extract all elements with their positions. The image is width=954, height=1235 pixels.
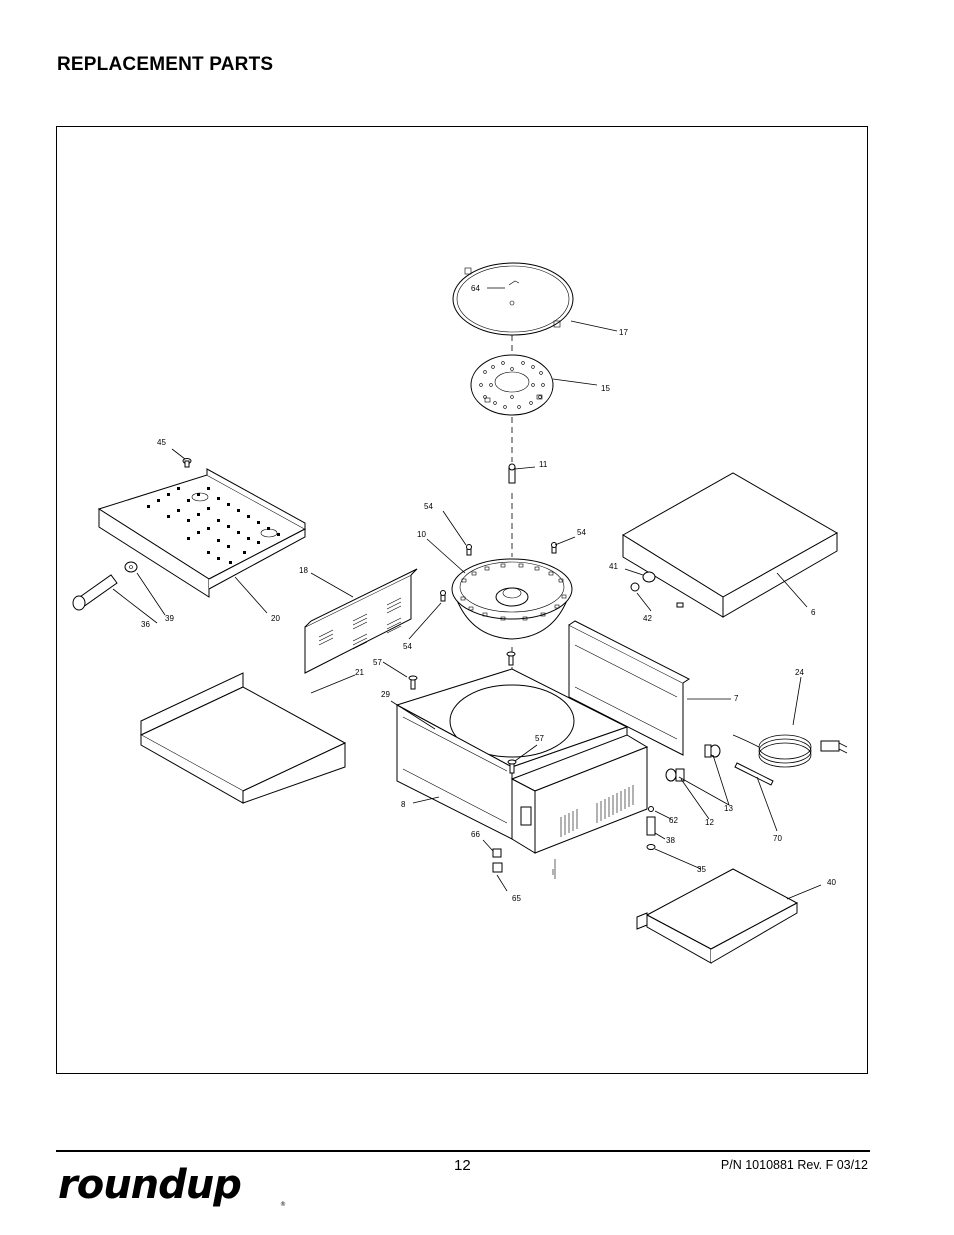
callout-39: 39	[165, 614, 174, 623]
svg-text:roundup: roundup	[58, 1162, 241, 1208]
callout-40: 40	[827, 878, 836, 887]
callout-12: 12	[705, 818, 714, 827]
callout-54c: 54	[403, 642, 412, 651]
callout-6: 6	[811, 608, 816, 617]
callout-62: 62	[669, 816, 678, 825]
exploded-parts-diagram: 64 17 15 45 11 54 10 54 41 18 36 39 20 4…	[56, 126, 868, 1074]
callout-15: 15	[601, 384, 610, 393]
callout-20: 20	[271, 614, 280, 623]
callout-57b: 57	[535, 734, 544, 743]
part-11-shaft	[508, 463, 516, 484]
part-10-rotator	[451, 558, 573, 640]
part-54-screws	[440, 542, 557, 602]
part-45-screw	[182, 458, 192, 468]
page-number: 12	[454, 1157, 471, 1174]
part-15-plate	[470, 354, 554, 416]
callout-17: 17	[619, 328, 628, 337]
part-39-washer	[124, 561, 138, 573]
part-8-housing	[395, 668, 629, 840]
part-control-box	[510, 734, 649, 879]
callout-10: 10	[417, 530, 426, 539]
part-41-42-fasteners	[630, 571, 684, 608]
callout-57a: 57	[373, 658, 382, 667]
part-70-tie	[734, 762, 774, 786]
part-7-side-panel	[568, 620, 690, 756]
callout-64: 64	[471, 284, 480, 293]
callout-66: 66	[471, 830, 480, 839]
callout-70: 70	[773, 834, 782, 843]
callout-41: 41	[609, 562, 618, 571]
callout-29: 29	[381, 690, 390, 699]
part-number: P/N 1010881 Rev. F 03/12	[720, 1158, 868, 1172]
callout-54b: 54	[577, 528, 586, 537]
part-57-screws	[408, 651, 517, 774]
part-66-65-switches	[492, 848, 503, 873]
callout-24: 24	[795, 668, 804, 677]
callout-labels: 64 17 15 45 11 54 10 54 41 18 36 39 20 4…	[141, 284, 836, 903]
roundup-logo: roundup ®	[56, 1160, 296, 1213]
callout-7: 7	[734, 694, 739, 703]
part-40-drawer	[636, 868, 799, 964]
leader-lines	[112, 287, 822, 900]
footer-rule	[56, 1150, 870, 1152]
callout-8: 8	[401, 800, 406, 809]
part-21-crumb-tray	[139, 672, 347, 804]
callout-38: 38	[666, 836, 675, 845]
callout-42: 42	[643, 614, 652, 623]
part-17-cover	[452, 262, 574, 336]
callout-35: 35	[697, 865, 706, 874]
part-12-13-fittings	[665, 744, 721, 782]
part-6-top-cover	[622, 472, 839, 618]
part-62-38-35	[646, 806, 656, 850]
svg-text:®: ®	[280, 1201, 286, 1208]
callout-18: 18	[299, 566, 308, 575]
callout-11: 11	[539, 460, 548, 469]
callout-21: 21	[355, 668, 364, 677]
callout-36: 36	[141, 620, 150, 629]
callout-45: 45	[157, 438, 166, 447]
callout-54a: 54	[424, 502, 433, 511]
page-title: REPLACEMENT PARTS	[57, 54, 274, 75]
callout-13: 13	[724, 804, 733, 813]
callout-65: 65	[512, 894, 521, 903]
part-24-cord	[732, 734, 848, 768]
part-20-tray	[97, 468, 307, 598]
part-18-panel	[304, 568, 418, 674]
part-36-knob	[72, 574, 118, 611]
